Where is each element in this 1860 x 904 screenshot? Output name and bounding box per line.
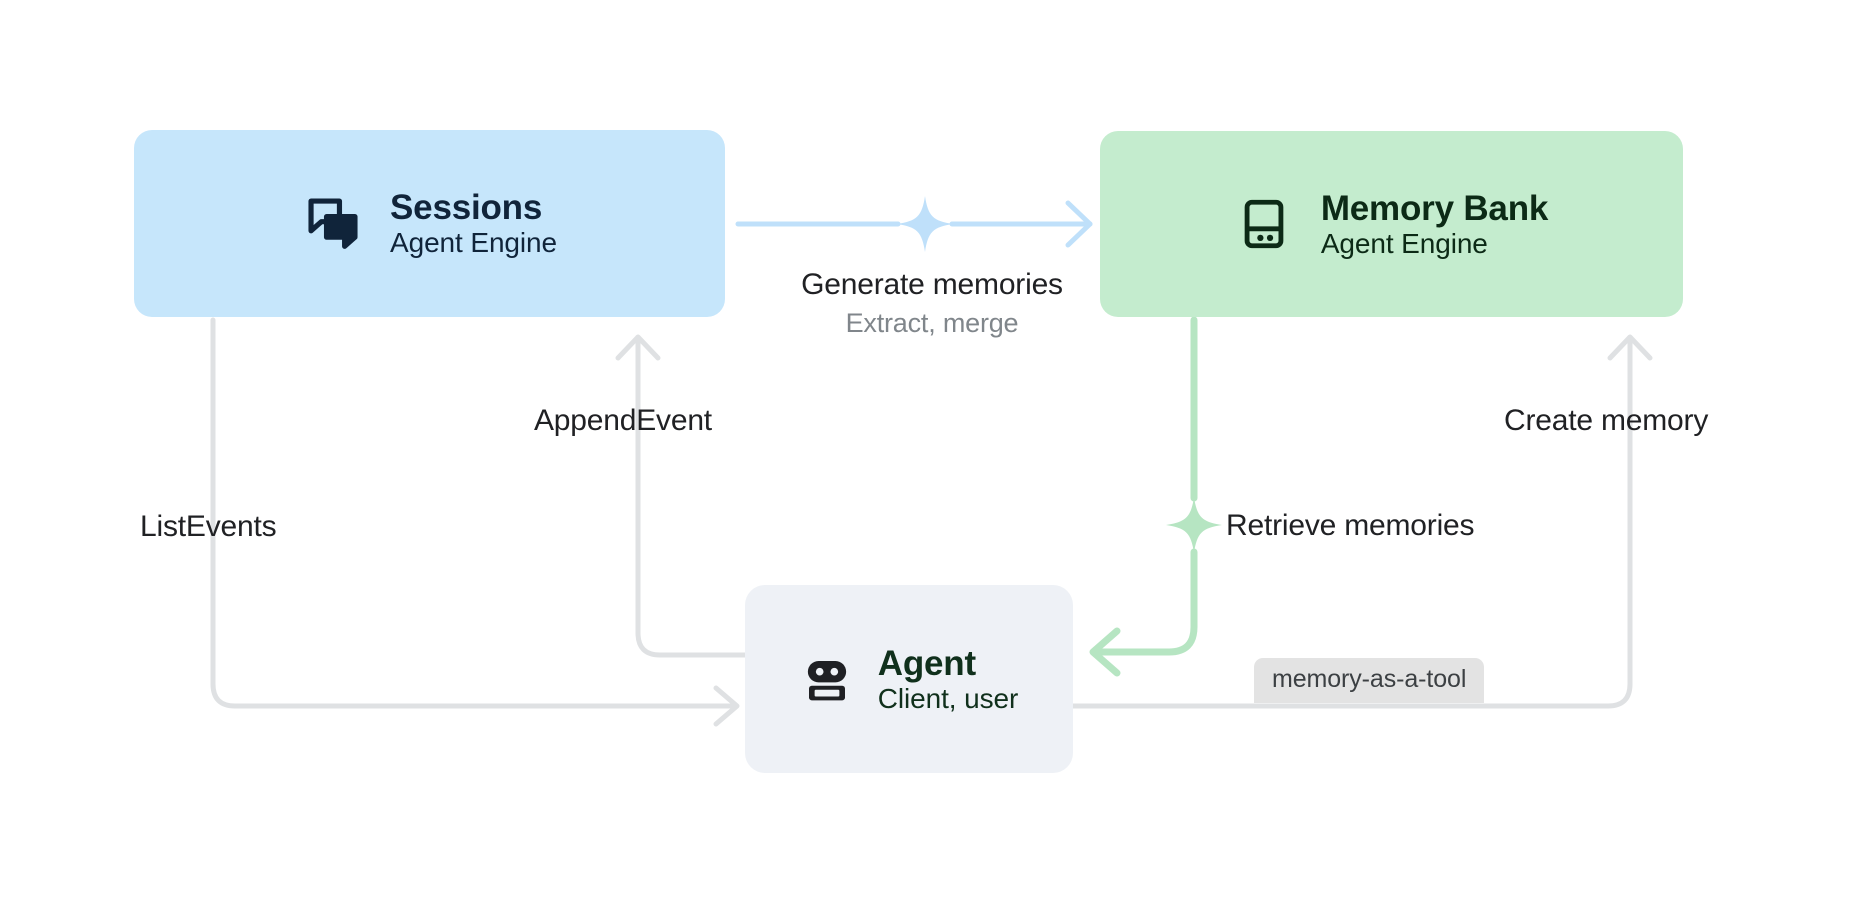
- edge-append-event-path: [635, 337, 748, 658]
- node-sessions-title: Sessions: [390, 188, 543, 228]
- badge-memory-as-a-tool: memory-as-a-tool: [1254, 658, 1485, 703]
- node-agent-title: Agent: [877, 643, 976, 683]
- node-agent-subtitle: Client, user: [877, 682, 1019, 714]
- edge-list-events-path: [210, 317, 737, 709]
- storage-bank-icon: [1244, 199, 1284, 249]
- edge-retrieve-memories-arrowhead: [1089, 627, 1121, 677]
- node-memory-bank-title: Memory Bank: [1320, 188, 1549, 228]
- edge-sublabel-generate-memories: Extract, merge: [845, 308, 1019, 338]
- edge-create-memory-arrowhead: [1607, 334, 1653, 361]
- edge-retrieve-memories-path-lower: [1091, 548, 1198, 656]
- edge-label-append-event: AppendEvent: [534, 404, 712, 437]
- node-memory-bank-subtitle: Agent Engine: [1320, 227, 1488, 259]
- sparkle-icon-retrieve: [1166, 497, 1222, 553]
- edge-label-list-events: ListEvents: [140, 510, 277, 543]
- node-agent[interactable]: Agent Client, user: [745, 585, 1073, 773]
- robot-icon: [807, 660, 846, 701]
- edge-append-event-arrowhead: [615, 334, 661, 361]
- edge-list-events-arrowhead: [713, 685, 740, 727]
- edge-label-create-memory: Create memory: [1504, 404, 1709, 437]
- node-sessions[interactable]: Sessions Agent Engine: [134, 130, 725, 317]
- edge-label-retrieve-memories: Retrieve memories: [1226, 509, 1475, 542]
- node-sessions-subtitle: Agent Engine: [390, 227, 557, 259]
- chat-bubbles-icon: [308, 198, 358, 250]
- edge-label-generate-memories: Generate memories: [801, 268, 1063, 301]
- edge-generate-memories-arrowhead: [1065, 200, 1093, 248]
- node-memory-bank[interactable]: Memory Bank Agent Engine: [1100, 131, 1683, 317]
- edge-create-memory-path: [1070, 337, 1633, 709]
- sparkle-icon-generate: [897, 196, 953, 252]
